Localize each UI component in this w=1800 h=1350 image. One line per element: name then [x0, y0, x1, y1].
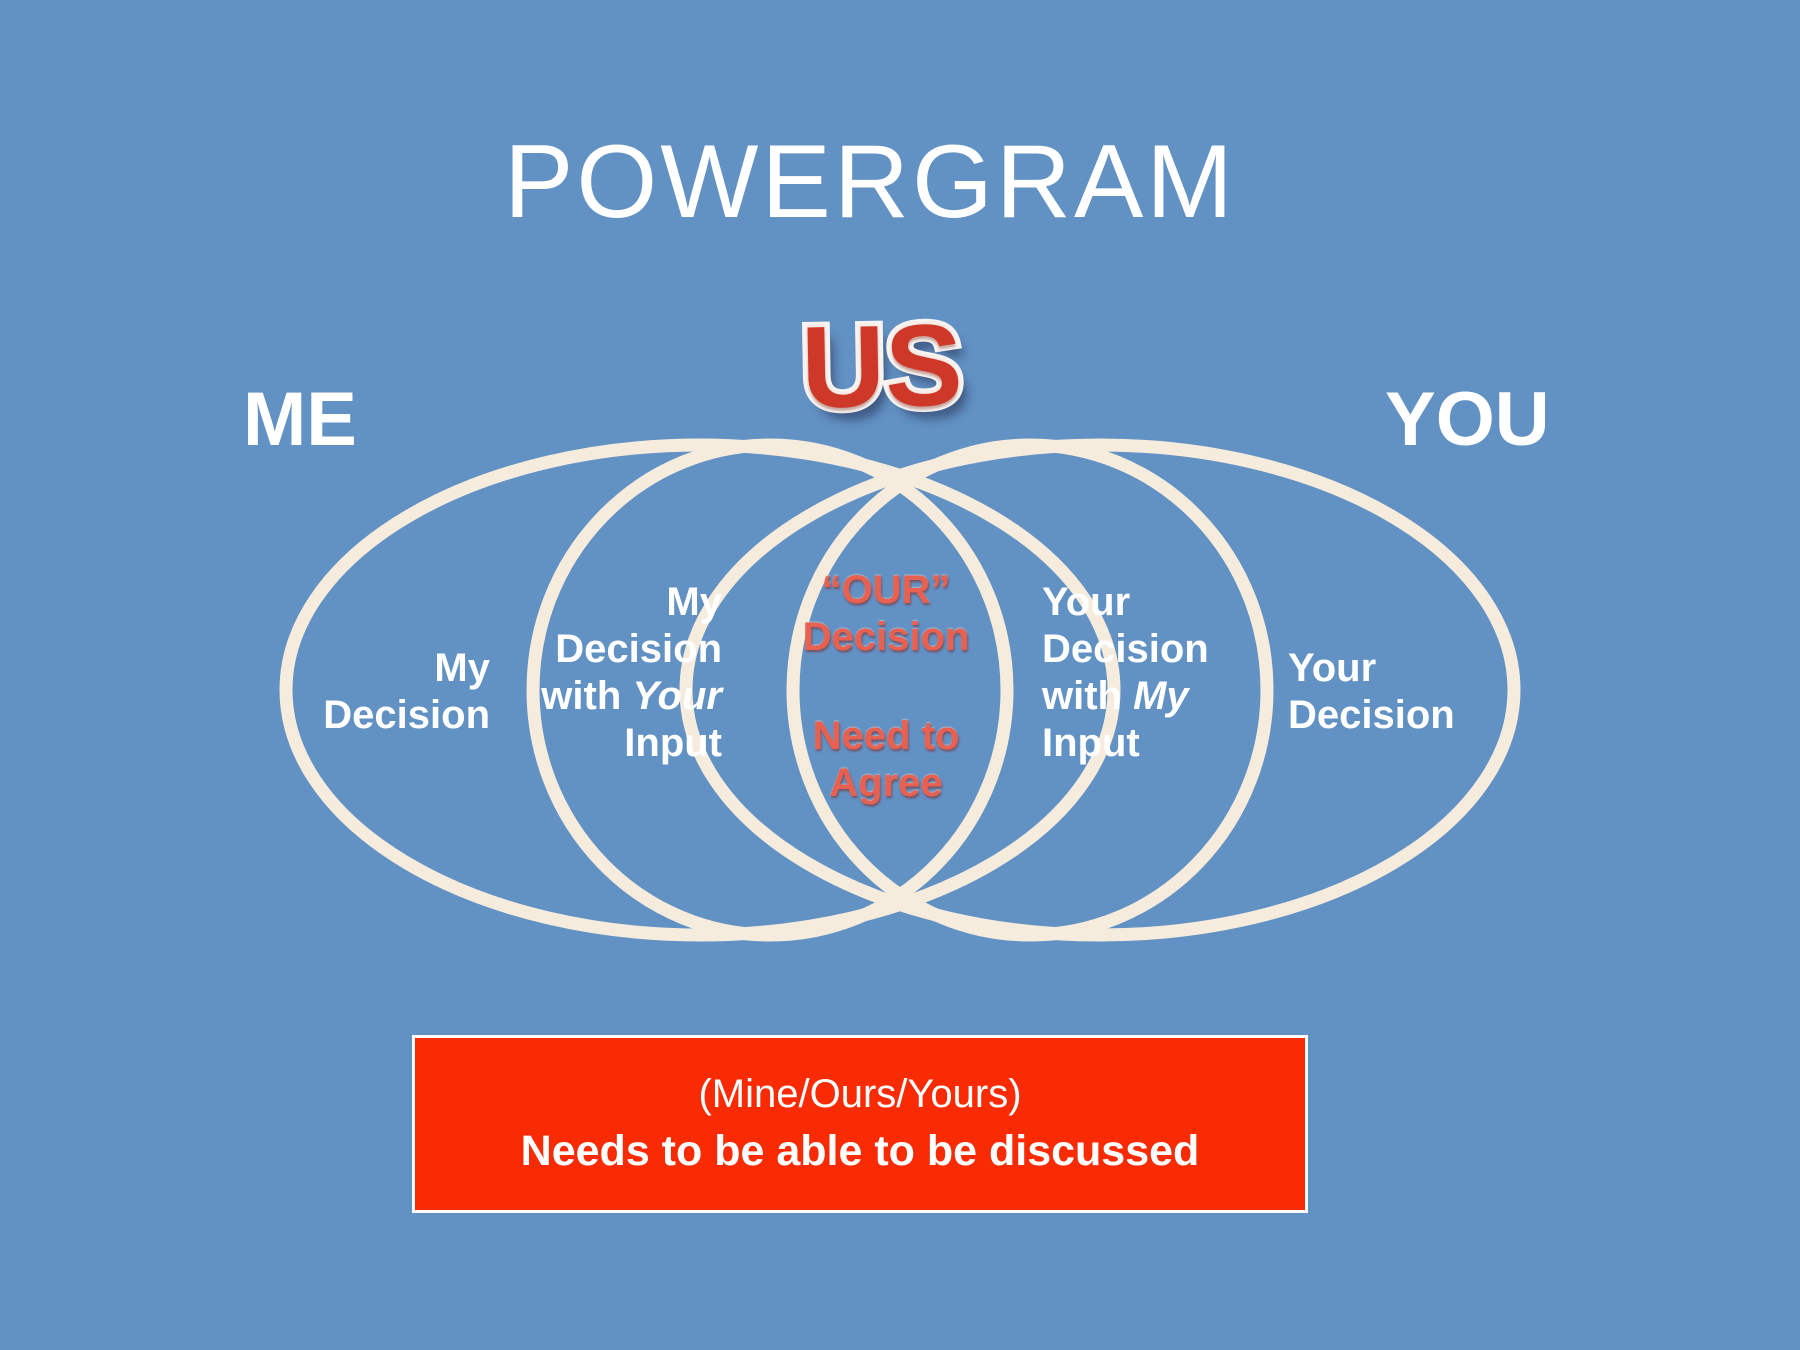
callout-line-1: (Mine/Ours/Yours): [698, 1072, 1022, 1117]
region-your-decision-with-my-input: Your Decision with My Input: [1042, 579, 1286, 767]
region-my-decision-line2: Decision: [323, 693, 490, 737]
region-me-overlap-line4: Input: [624, 721, 722, 765]
region-center-line2: Decision: [802, 615, 970, 659]
region-your-decision: Your Decision: [1288, 645, 1518, 739]
region-center-line3: Need to: [812, 714, 960, 758]
region-you-overlap-line2: Decision: [1042, 627, 1209, 671]
italic-your: Your: [632, 674, 722, 718]
me-label: ME: [243, 377, 357, 462]
callout-box: (Mine/Ours/Yours) Needs to be able to be…: [412, 1035, 1308, 1213]
ellipse-me-outer: [279, 438, 1121, 942]
region-me-overlap-line1: My: [666, 580, 722, 624]
region-center-line1: “OUR”: [821, 568, 951, 612]
region-you-overlap-line1: Your: [1042, 580, 1131, 624]
region-you-overlap-line4: Input: [1042, 721, 1140, 765]
region-your-decision-line2: Decision: [1288, 693, 1455, 737]
ellipse-me-inner: [526, 438, 1014, 942]
slide-title: POWERGRAM: [504, 124, 1236, 240]
region-you-overlap-line3: with My: [1042, 674, 1189, 718]
region-your-decision-line1: Your: [1288, 646, 1377, 690]
you-label: YOU: [1385, 377, 1550, 462]
italic-my: My: [1133, 674, 1189, 718]
region-my-decision-line1: My: [434, 646, 490, 690]
region-my-decision-with-your-input: My Decision with Your Input: [478, 579, 722, 767]
callout-line-2: Needs to be able to be discussed: [520, 1127, 1200, 1176]
region-me-overlap-line2: Decision: [555, 627, 722, 671]
region-me-overlap-line3: with Your: [541, 674, 722, 718]
ellipse-you-outer: [679, 438, 1521, 942]
region-our-decision: “OUR” Decision Need to Agree: [756, 567, 1016, 807]
region-my-decision: My Decision: [290, 645, 490, 739]
region-center-line4: Agree: [829, 761, 943, 805]
